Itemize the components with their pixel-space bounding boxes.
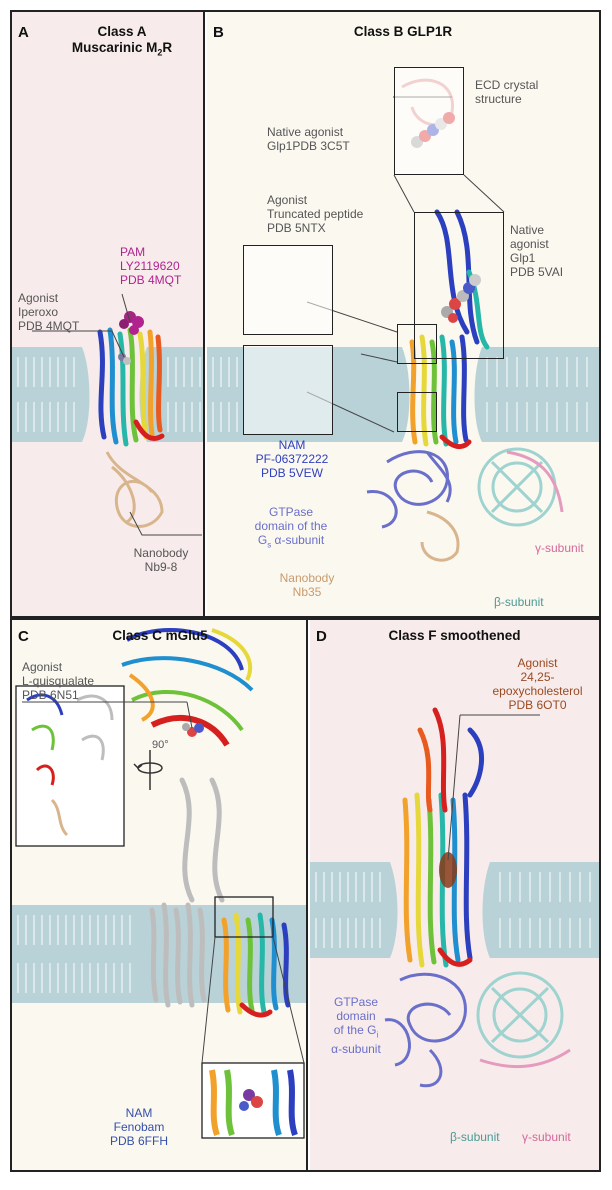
panel-d-letter: D: [316, 628, 327, 645]
panel-a-title-line1: Class A: [97, 24, 147, 39]
panel-b-title: Class B GLP1R: [353, 24, 453, 39]
m2r-receptor: [97, 327, 165, 447]
membrane-c: [12, 905, 306, 1003]
mglu5-colored-protomer: [221, 912, 291, 1018]
rotation-arrow-icon: [133, 750, 163, 790]
panel-d-art: [310, 707, 599, 1088]
mini-box-1: [397, 324, 437, 364]
gamma-subunit-d: [479, 1048, 571, 1069]
iperoxo-ligand: [118, 353, 131, 365]
panel-a-letter: A: [18, 24, 29, 41]
beta-d-label: β-subunit: [450, 1130, 500, 1144]
quisqualate-ligand: [182, 723, 204, 737]
panel-c-art: [12, 628, 306, 1139]
beta-b-label: β-subunit: [494, 595, 544, 609]
inset-c-art: [15, 685, 125, 847]
panel-a-art: [12, 293, 203, 536]
gamma-d-label: γ-subunit: [522, 1130, 571, 1144]
ecd-inset-box: [394, 67, 464, 175]
panel-separator: [10, 616, 601, 620]
nanobody-b: [420, 510, 460, 562]
nam-c-inset: [201, 896, 305, 1139]
leader-lines-c: [22, 701, 193, 729]
mini-box-2: [397, 392, 437, 432]
gamma-subunit-b: [506, 450, 564, 513]
panel-a-title: Class A Muscarinic M2R: [52, 24, 192, 61]
smo-receptor: [402, 707, 485, 968]
figure-frame: [10, 10, 601, 1172]
panel-c-letter: C: [18, 628, 29, 645]
leader-lines-a: [32, 293, 202, 536]
pam-ligand: [119, 311, 144, 335]
gi-alpha-subunit: [384, 972, 467, 1088]
vft-domain: [121, 628, 254, 747]
mglu5-grey-protomer: [149, 777, 225, 1008]
nam-inset-box: [243, 345, 333, 435]
panel-a-title-line2: Muscarinic M2R: [71, 40, 173, 58]
leader-lines-d: [447, 714, 540, 861]
epoxycholesterol-ligand: [439, 852, 457, 888]
beta-subunit-d: [476, 971, 564, 1059]
rotation-label: 90°: [152, 739, 169, 751]
panel-c-title: Class C mGlu5: [112, 628, 208, 643]
truncated-inset-box: [243, 245, 333, 335]
panel-b-letter: B: [213, 24, 224, 41]
gamma-b-label: γ-subunit: [535, 541, 584, 555]
membrane-a: [12, 347, 203, 442]
nanobody-a: [105, 451, 164, 528]
glp1-peptide: [441, 274, 481, 323]
native-agonist-box: [414, 212, 504, 359]
beta-subunit-b: [477, 447, 557, 527]
gs-alpha-subunit: [366, 450, 452, 529]
panel-d-title: Class F smoothened: [388, 628, 521, 643]
